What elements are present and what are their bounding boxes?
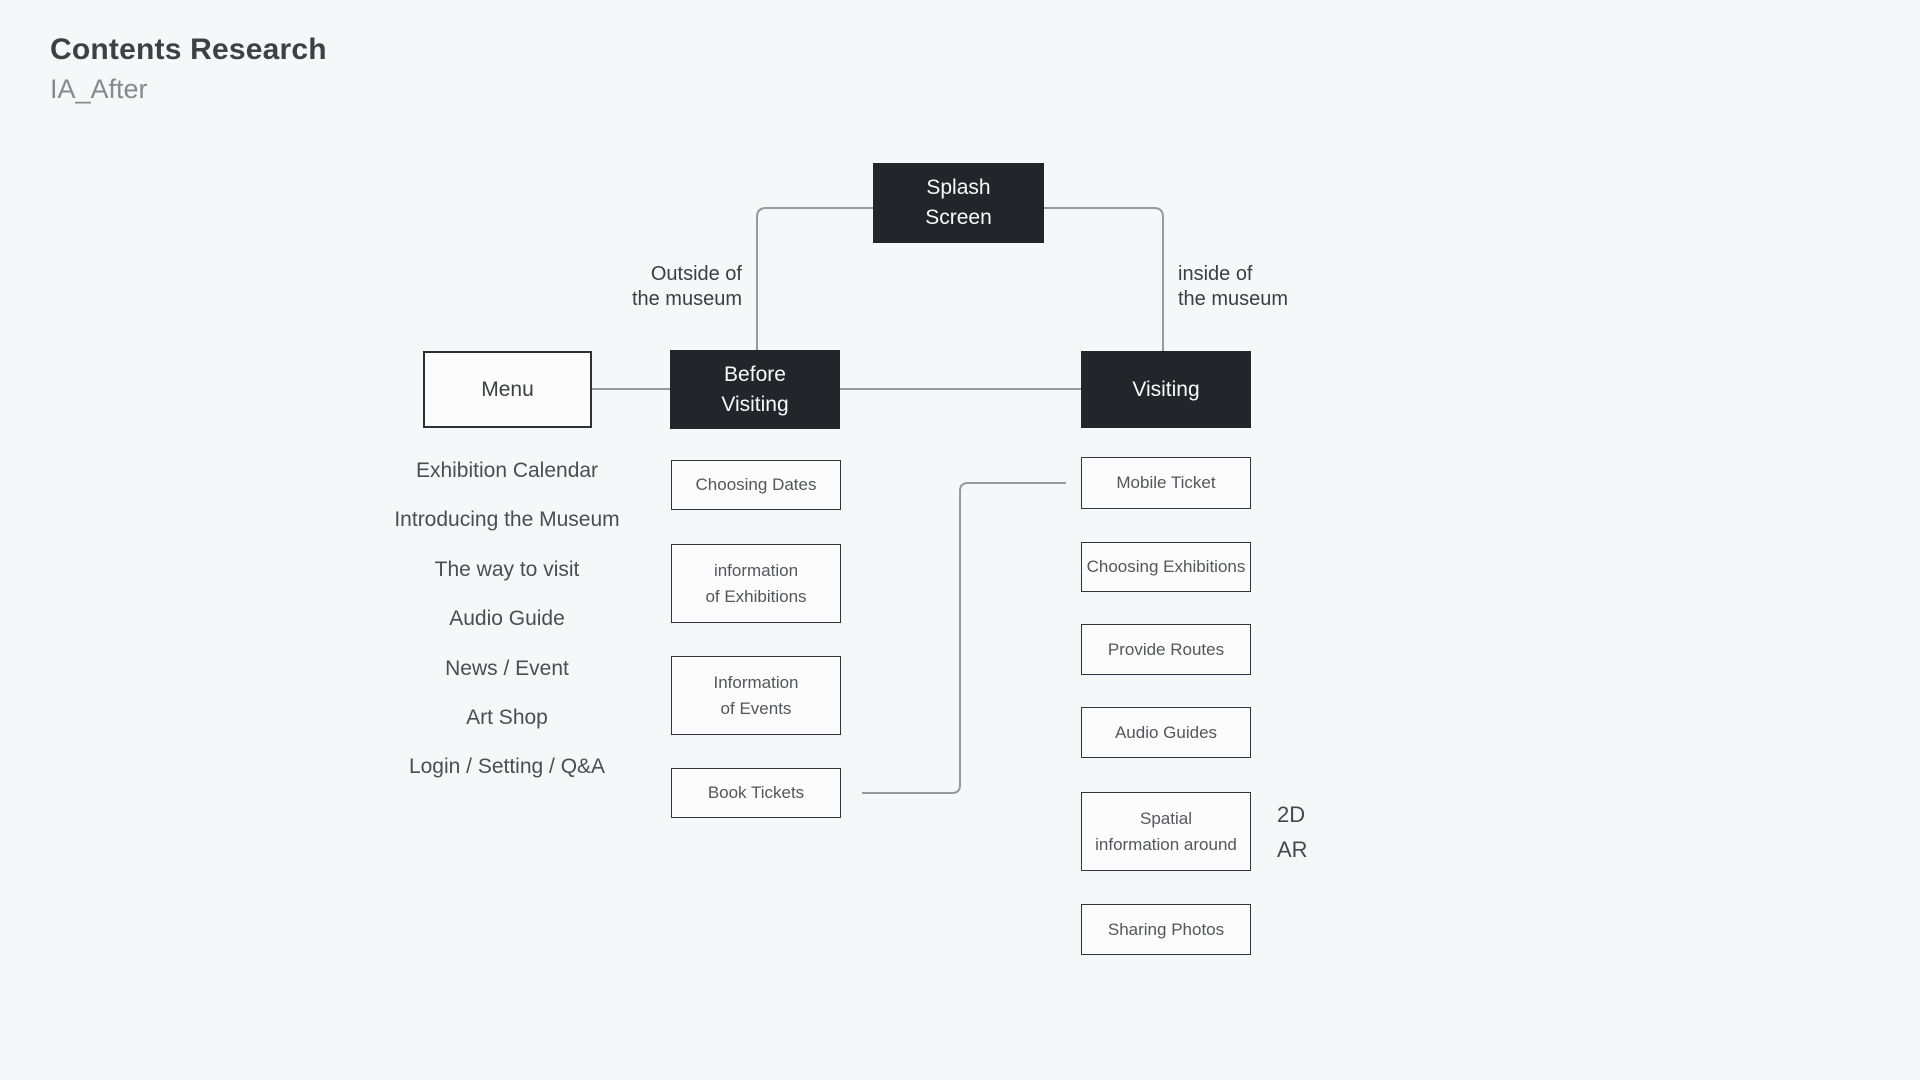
page-subtitle: IA_After [50,74,148,104]
leaf-mobile-ticket: Mobile Ticket [1081,457,1251,509]
leaf-choosing-exhibitions: Choosing Exhibitions [1081,542,1251,592]
connector-splash-to-visiting [1044,207,1164,351]
leaf-information-of-exhibitions: information of Exhibitions [671,544,841,623]
leaf-book-tickets: Book Tickets [671,768,841,818]
leaf-choosing-dates: Choosing Dates [671,460,841,510]
node-visiting: Visiting [1081,351,1251,428]
leaf-sharing-photos: Sharing Photos [1081,904,1251,955]
menu-item-list: Exhibition Calendar Introducing the Muse… [357,446,657,792]
menu-item-news-event: News / Event [445,656,569,680]
menu-item-login-setting-qa: Login / Setting / Q&A [408,755,606,779]
header: Contents Research IA_After [50,33,327,105]
leaf-audio-guides: Audio Guides [1081,707,1251,758]
label-ar: AR [1277,837,1308,862]
leaf-information-of-events: Information of Events [671,656,841,735]
menu-item-art-shop: Art Shop [466,706,548,730]
label-inside-museum: inside of the museum [1178,263,1289,310]
node-splash-screen: Splash Screen [873,163,1044,243]
label-outside-museum: Outside of the museum [631,263,742,310]
node-menu: Menu [423,351,592,428]
leaf-provide-routes: Provide Routes [1081,624,1251,675]
menu-item-exhibition-calendar: Exhibition Calendar [415,459,599,482]
menu-item-introducing-museum: Introducing the Museum [394,508,620,532]
menu-item-audio-guide: Audio Guide [449,607,565,631]
page-title: Contents Research [50,33,327,66]
node-before-visiting: Before Visiting [670,350,840,429]
label-2d: 2D [1277,802,1306,827]
leaf-spatial-information-around: Spatial information around [1081,792,1251,871]
menu-item-way-to-visit: The way to visit [434,557,580,581]
connector-book-tickets-to-mobile-ticket [862,482,1066,794]
connector-splash-to-before-visiting [756,207,873,350]
